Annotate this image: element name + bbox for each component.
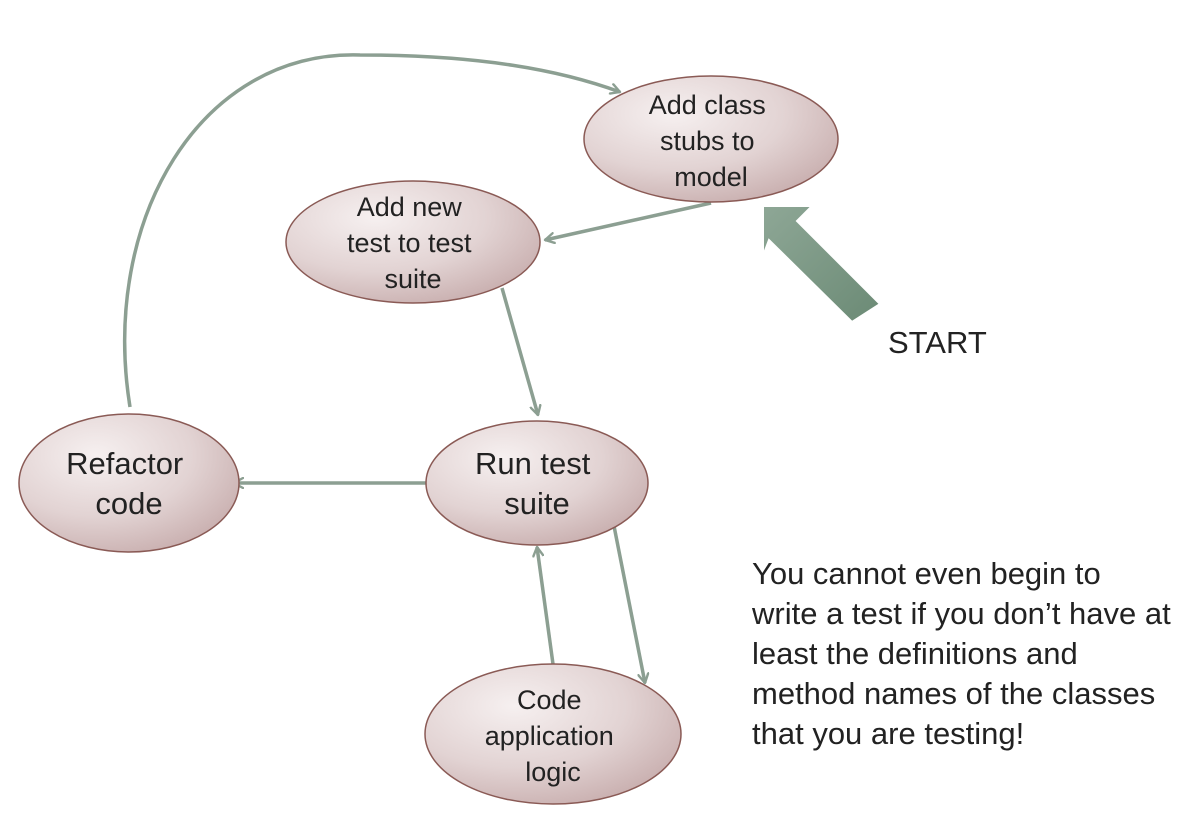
start-arrow-icon (762, 205, 882, 324)
node-label-line: stubs to (660, 126, 755, 156)
edge-add-class-stubs-to-add-new-test (545, 201, 712, 240)
node-label-line: suite (504, 486, 569, 521)
edge-run-test-suite-to-code-application-logic (612, 525, 645, 683)
svg-text:Code application l: Code application logic (485, 685, 622, 787)
node-label-line: application (485, 721, 614, 751)
explanatory-note: You cannot even begin to write a test if… (752, 556, 1171, 751)
edge-refactor-code-to-add-class-stubs (122, 53, 620, 408)
start-label: START (888, 325, 987, 360)
svg-text:Add class stubs to: Add class stubs to model (649, 90, 774, 192)
node-label-line: Add class (649, 90, 766, 120)
node-label-line: code (95, 486, 162, 521)
node-label-line: Code (517, 685, 582, 715)
node-label-line: test to test (347, 228, 472, 258)
svg-text:Add new test to test: Add new test to test suite (347, 192, 479, 294)
svg-text:Run test suite: Run test suite (475, 446, 599, 521)
node-label-line: model (674, 162, 748, 192)
svg-text:Refactor code: Refactor code (66, 446, 192, 521)
node-label-line: suite (384, 264, 441, 294)
node-add-new-test: Add new test to test suite (285, 180, 541, 304)
node-label-line: Run test (475, 446, 591, 481)
node-add-class-stubs: Add class stubs to model (583, 75, 839, 203)
edge-add-new-test-to-run-test-suite (500, 287, 538, 415)
edge-code-application-logic-to-run-test-suite (537, 547, 555, 665)
node-label-line: Add new (357, 192, 463, 222)
node-label-line: Refactor (66, 446, 183, 481)
node-label-line: logic (525, 757, 581, 787)
node-run-test-suite: Run test suite (425, 420, 649, 546)
node-code-application-logic: Code application logic (424, 663, 682, 805)
node-refactor-code: Refactor code (18, 413, 240, 553)
